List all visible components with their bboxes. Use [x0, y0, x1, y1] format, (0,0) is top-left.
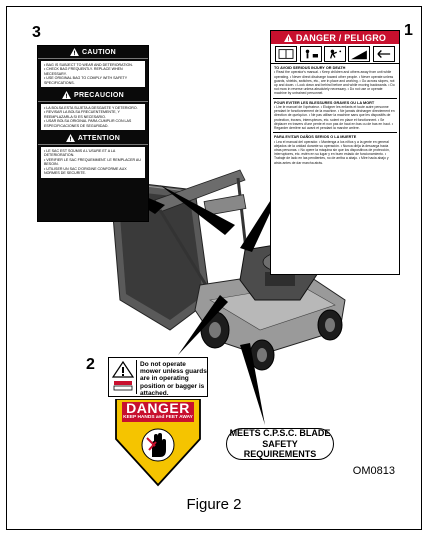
precaucion-line: • REVISAR LA BOLSA FRECUENTEMENTE, Y REE…: [44, 110, 142, 119]
attention-line: • VERIFIER LE SAC FREQUEMMENT. LE REMPLA…: [44, 158, 142, 167]
figure-code: OM0813: [353, 465, 395, 477]
attention-body: • LE SAC EST SOUMIS A L'USURE ET A LA DE…: [41, 147, 145, 177]
precaucion-line: • USAR BOLSA ORIGINAL PARA CUMPLIR CON L…: [44, 119, 142, 128]
bystander-icon: [300, 46, 322, 62]
cpsc-label: MEETS C.P.S.C. BLADE SAFETY REQUIREMENTS: [226, 428, 334, 460]
callout-2: 2: [86, 356, 95, 374]
pictogram-row: [271, 44, 399, 64]
danger-peligro-decal: DANGER / PELIGRO TO AVOID SERIOUS INJURY…: [270, 30, 400, 275]
guard-pictogram: [111, 360, 137, 394]
caution-heading: CAUTION: [82, 49, 116, 56]
caution-bag-decal: CAUTION • BAG IS SUBJECT TO WEAR AND DET…: [37, 45, 149, 222]
attention-line: • LE SAC EST SOUMIS A L'USURE ET A LA DE…: [44, 149, 142, 158]
warning-triangle-icon: [284, 34, 293, 42]
attention-heading: ATTENTION: [78, 135, 120, 142]
danger-decal-title: DANGER / PELIGRO: [296, 33, 386, 43]
caution-body: • BAG IS SUBJECT TO WEAR AND DETERIORATI…: [41, 61, 145, 87]
danger-shield: DANGER KEEP HANDS and FEET AWAY: [108, 399, 208, 487]
danger-banner-subtitle: KEEP HANDS and FEET AWAY: [122, 415, 194, 421]
hand-hazard-icon: [143, 430, 173, 460]
callout-3: 3: [32, 24, 41, 42]
caution-line: • USE ORIGINAL BAG TO COMPLY WITH SAFETY…: [44, 76, 142, 85]
danger-decal-header: DANGER / PELIGRO: [271, 31, 399, 44]
caution-header: CAUTION: [38, 46, 148, 59]
slope-icon: [348, 46, 370, 62]
warning-triangle-icon: [62, 91, 71, 99]
guard-message: Do not operate mower unless guards are i…: [140, 361, 207, 397]
warning-triangle-icon: [70, 48, 79, 56]
precaucion-body: • LA BOLSA ESTA SUJETA A DESGASTE Y DETE…: [41, 104, 145, 130]
cpsc-line-1: MEETS C.P.S.C. BLADE: [230, 428, 331, 439]
warning-triangle-icon: [111, 360, 135, 392]
guard-danger-decal: Do not operate mower unless guards are i…: [108, 357, 208, 487]
danger-section-text: • Lea el manual del operador. • Mantenga…: [271, 140, 399, 165]
cpsc-line-2: SAFETY REQUIREMENTS: [227, 439, 333, 460]
attention-header: ATTENTION: [38, 132, 148, 145]
precaucion-heading: PRECAUCION: [74, 92, 124, 99]
attention-line: • UTILISER UN SAC D'ORIGINE CONFORME AUX…: [44, 167, 142, 176]
caution-line: • CHECK BAG FREQUENTLY. REPLACE WHEN NEC…: [44, 67, 142, 76]
warning-triangle-icon: [66, 134, 75, 142]
danger-section-text: • Read the operator's manual. • Keep chi…: [271, 70, 399, 95]
danger-banner: DANGER KEEP HANDS and FEET AWAY: [122, 402, 194, 422]
precaucion-header: PRECAUCION: [38, 89, 148, 102]
thrown-object-icon: [324, 46, 346, 62]
danger-banner-title: DANGER: [122, 402, 194, 415]
figure-caption: Figure 2: [0, 496, 428, 513]
manual-icon: [275, 46, 297, 62]
reverse-icon: [373, 46, 395, 62]
guard-warning-box: Do not operate mower unless guards are i…: [108, 357, 208, 397]
callout-1: 1: [404, 22, 413, 40]
danger-section-text: • Lire le manuel de l'opérateur. • Eloig…: [271, 105, 399, 130]
